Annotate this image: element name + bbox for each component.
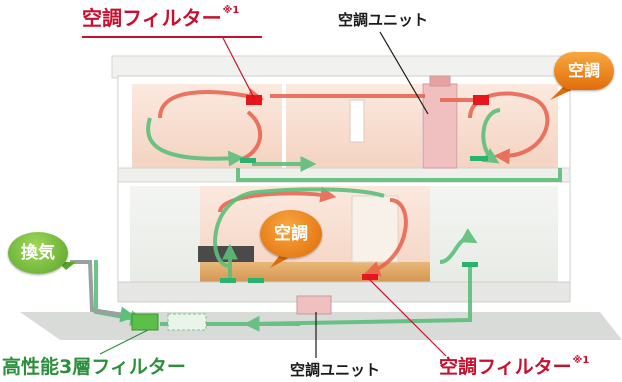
house-roof-edge [111,55,583,79]
ac-filter-label-underline [82,36,262,38]
ac-filter-note-top: ※1 [222,5,240,16]
ac-filter-markers [246,95,489,280]
shelf-unit [349,99,365,143]
underfloor-slab [117,281,571,303]
ac-filter-label-bottom-text: 空調フィルター [439,356,572,378]
room-lower-right [430,186,558,282]
ac-filter-label-top: 空調フィルター※1 [82,5,240,30]
ac-unit-label-bottom: 空調ユニット [290,361,381,379]
vent-grilles [220,156,488,283]
fresh-air-intake [70,260,137,323]
stairs [351,195,399,263]
ac-bubble-center: 空調 [260,210,322,258]
ac-filter-label-bottom: 空調フィルター※1 [439,355,590,378]
ac-bubble-right: 空調 [554,52,614,90]
hepa-filter-box [131,313,159,331]
ac-unit-label-top: 空調ユニット [338,11,429,29]
leader-lines [99,31,447,358]
hepa-filter-label: 高性能3層フィルター [2,356,186,378]
ac-filter-label-top-text: 空調フィルター [82,6,222,30]
room-lower-left [130,186,200,282]
ventilation-bubble: 換気 [8,232,68,274]
ac-unit-lower [296,295,332,315]
ac-unit-upper [422,83,458,169]
ac-filter-note-bottom: ※1 [572,355,590,366]
kitchen-counter [198,246,254,262]
